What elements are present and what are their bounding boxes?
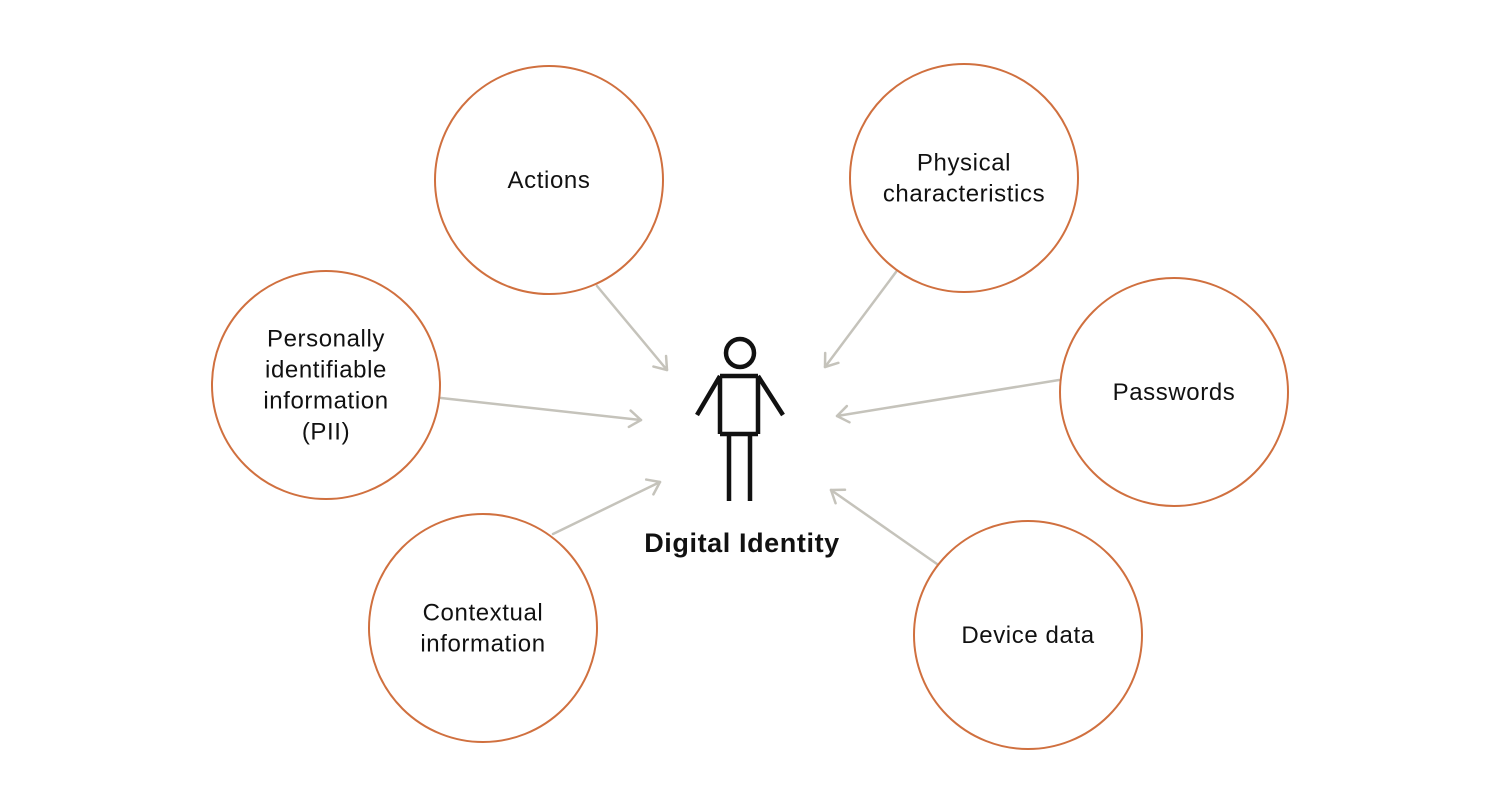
arrow-head: [652, 354, 669, 372]
arrow-actions-to-center: [595, 284, 669, 372]
node-label: characteristics: [883, 181, 1045, 208]
node-circle: [849, 63, 1079, 293]
node-passwords: Passwords: [1059, 277, 1289, 507]
node-label: identifiable: [265, 357, 387, 384]
node-circle: [211, 270, 441, 500]
node-label: information: [263, 388, 388, 415]
node-label: Contextual: [423, 600, 544, 627]
node-circle: [434, 65, 664, 295]
node-circle: [913, 520, 1143, 750]
arrow-physical-characteristics-to-center: [823, 270, 898, 369]
arrow-head: [644, 478, 662, 496]
arrow-contextual-information-to-center: [551, 478, 662, 536]
arrow-head: [835, 404, 851, 424]
arrow-passwords-to-center: [835, 378, 1061, 424]
node-label: Actions: [508, 167, 591, 194]
node-circle: [1059, 277, 1289, 507]
center-label: Digital Identity: [644, 528, 840, 558]
arrow-shaft: [829, 488, 939, 566]
node-pii: Personally identifiable information (PII): [211, 270, 441, 500]
node-physical-characteristics: Physical characteristics: [849, 63, 1079, 293]
arrow-shaft: [551, 480, 662, 536]
person-icon: [695, 336, 785, 501]
center-node: Digital Identity: [644, 336, 840, 558]
arrow-pii-to-center: [439, 396, 643, 429]
node-label: (PII): [302, 419, 350, 446]
node-circle: [368, 513, 598, 743]
arrow-shaft: [595, 284, 669, 372]
arrow-head: [829, 488, 847, 505]
node-contextual-information: Contextual information: [368, 513, 598, 743]
node-actions: Actions: [434, 65, 664, 295]
arrow-device-data-to-center: [829, 488, 939, 566]
arrow-head: [823, 351, 840, 369]
node-label: Passwords: [1113, 379, 1236, 406]
node-label: information: [420, 631, 545, 658]
arrow-head: [627, 409, 643, 429]
node-label: Physical: [917, 150, 1011, 177]
edges-layer: [439, 270, 1061, 566]
nodes-layer: Actions Physical characteristicsPersonally…: [211, 63, 1289, 750]
arrow-shaft: [439, 396, 643, 422]
node-device-data: Device data: [913, 520, 1143, 750]
arrow-shaft: [835, 378, 1061, 418]
arrow-shaft: [823, 270, 898, 369]
node-label: Personally: [267, 326, 385, 353]
node-label: Device data: [961, 622, 1094, 649]
